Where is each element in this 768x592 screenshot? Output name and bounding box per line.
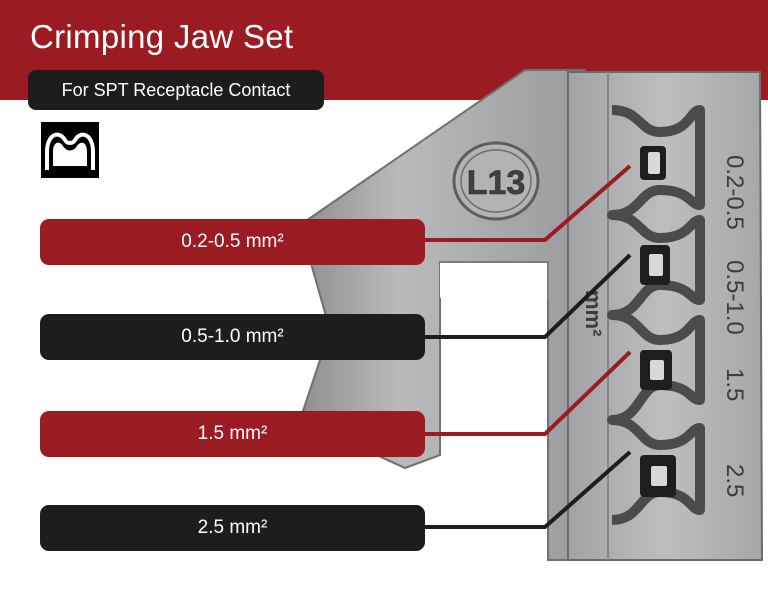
wire-size-label-1.5: 1.5 mm² <box>40 411 425 457</box>
die-marking-1: 0.2-0.5 <box>721 155 748 230</box>
die-cavity-profile <box>607 105 705 525</box>
die-marking-4: 2.5 <box>721 464 748 497</box>
die-marking-3: 1.5 <box>721 368 748 401</box>
leader-line-3 <box>420 350 632 436</box>
leader-line-2 <box>420 253 632 339</box>
page-title: Crimping Jaw Set <box>30 18 294 55</box>
leader-line-4 <box>420 450 632 529</box>
leader-line-1 <box>420 164 632 242</box>
die-marking-2: 0.5-1.0 <box>721 260 748 335</box>
wire-size-label-0.2-0.5: 0.2-0.5 mm² <box>40 219 425 265</box>
model-mark-oval <box>452 141 540 221</box>
jaw-window <box>440 262 548 298</box>
wire-size-label-0.5-1.0: 0.5-1.0 mm² <box>40 314 425 360</box>
model-mark: L13 <box>467 164 526 202</box>
die-plate <box>567 71 764 561</box>
wire-size-label-2.5: 2.5 mm² <box>40 505 425 551</box>
crimp-profile-icon <box>41 122 99 178</box>
subtitle-badge: For SPT Receptacle Contact <box>28 70 324 110</box>
